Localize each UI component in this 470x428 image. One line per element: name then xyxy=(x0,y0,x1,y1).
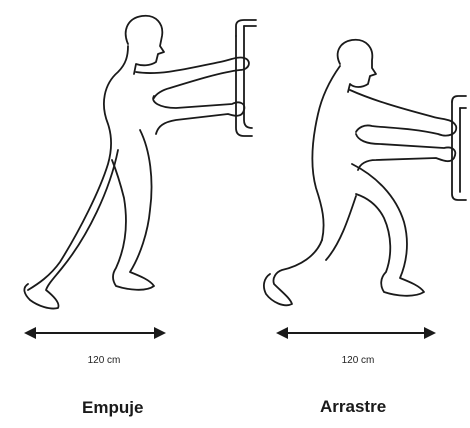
pull-caption: Arrastre xyxy=(320,397,386,417)
pull-dimension-label: 120 cm xyxy=(342,355,375,366)
push-caption: Empuje xyxy=(82,398,143,418)
push-dimension-label: 120 cm xyxy=(88,355,121,366)
